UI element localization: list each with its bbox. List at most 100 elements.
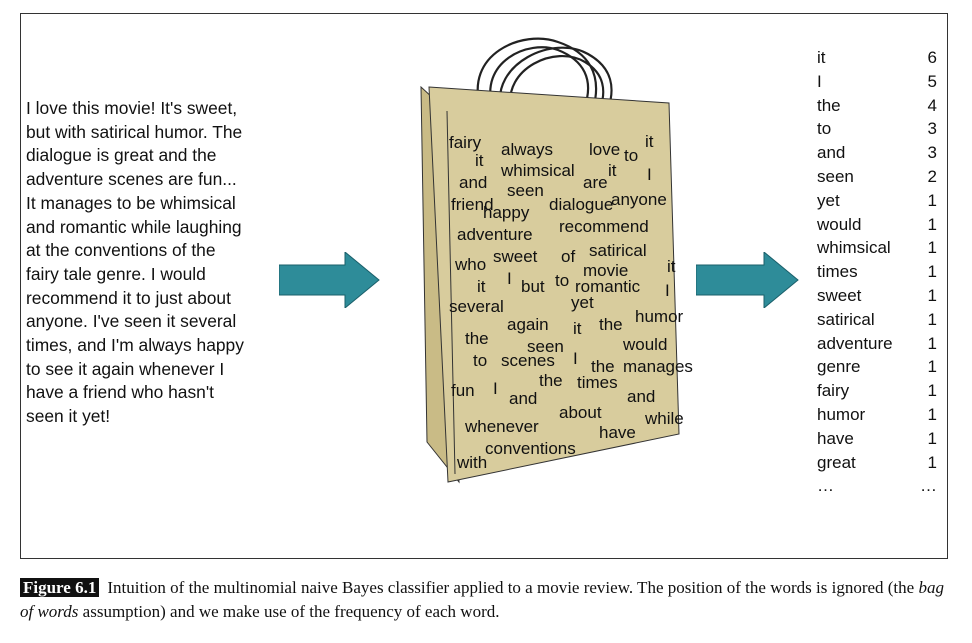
bag-word: several [449,297,504,316]
freq-word: … [817,476,834,496]
table-row: it 6 [817,48,937,72]
bag-word: I [647,165,652,184]
bag-of-words: fairy always love to it it whimsical it … [403,34,713,494]
bag-word: recommend [559,217,649,236]
table-row: fairy 1 [817,381,937,405]
freq-word: adventure [817,333,893,353]
freq-word: seen [817,166,854,186]
bag-word: but [521,277,545,296]
freq-count: 1 [927,190,937,210]
freq-word: yet [817,190,840,210]
bag-word: I [493,379,498,398]
bag-word: the [591,357,615,376]
figure-label: Figure 6.1 [20,578,100,597]
freq-count: 1 [927,357,937,377]
bag-word: manages [623,357,693,376]
freq-word: I [817,71,822,91]
table-row: satirical 1 [817,310,937,334]
freq-word: and [817,143,846,163]
freq-count: 2 [927,166,937,186]
bag-word: seen [507,181,544,200]
bag-word: I [507,269,512,288]
bag-word: seen [527,337,564,356]
caption-text-end: assumption) and we make use of the frequ… [78,602,500,621]
bag-word: it [608,161,617,180]
arrow-icon-right [696,252,799,308]
bag-word: it [477,277,486,296]
bag-word: whenever [465,417,539,436]
table-row: would 1 [817,215,937,239]
bag-word: while [645,409,684,428]
freq-count: 1 [927,262,937,282]
bag-word: I [665,281,670,300]
freq-word: satirical [817,309,875,329]
bag-word: happy [483,203,530,222]
bag-word: I [573,349,578,368]
bag-word: to [555,271,570,290]
bag-word: the [539,371,563,390]
freq-count: 1 [927,214,937,234]
bag-word: the [599,315,623,334]
table-row: the 4 [817,96,937,120]
bag-word: about [559,403,602,422]
freq-word: to [817,119,832,139]
freq-word: the [817,95,841,115]
freq-word: humor [817,404,866,424]
bag-word: to [473,351,488,370]
freq-count: 1 [927,285,937,305]
freq-count: 1 [927,428,937,448]
bag-word: who [455,255,487,274]
freq-count: 3 [927,119,937,139]
freq-word: whimsical [817,238,891,258]
bag-word: and [459,173,488,192]
shopping-bag-icon [420,37,680,484]
freq-count: 6 [927,48,937,67]
bag-word: would [623,335,668,354]
table-row: sweet 1 [817,286,937,310]
bag-word: with [457,453,488,472]
table-row: times 1 [817,262,937,286]
bag-word: it [573,319,582,338]
freq-count: 5 [927,71,937,91]
table-row: to 3 [817,119,937,143]
freq-word: have [817,428,854,448]
bag-word: fun [451,381,475,400]
freq-word: great [817,452,856,472]
bag-word: anyone [611,190,667,209]
freq-count: 3 [927,143,937,163]
bag-word: satirical [589,241,647,260]
bag-word: yet [571,293,594,312]
freq-word: fairy [817,381,850,401]
bag-word: are [583,173,608,192]
freq-word: genre [817,357,861,377]
bag-word: whimsical [501,161,575,180]
bag-word: it [667,257,676,276]
bag-word: fairy [449,133,482,152]
bag-word: and [509,389,538,408]
freq-count: 4 [927,95,937,115]
freq-word: times [817,262,858,282]
bag-word: adventure [457,225,533,244]
freq-count: 1 [927,381,937,401]
freq-word: it [817,48,826,67]
freq-word: sweet [817,285,862,305]
bag-word: sweet [493,247,538,266]
bag-word: the [465,329,489,348]
bag-word: movie [583,261,629,280]
freq-count: 1 [927,309,937,329]
bag-word: of [561,247,576,266]
table-row: and 3 [817,143,937,167]
freq-count: … [920,476,937,496]
table-row: seen 2 [817,167,937,191]
table-row: have 1 [817,429,937,453]
bag-word: humor [635,307,684,326]
bag-word: it [475,151,484,170]
freq-word: would [817,214,862,234]
bag-word: friend [451,195,494,214]
